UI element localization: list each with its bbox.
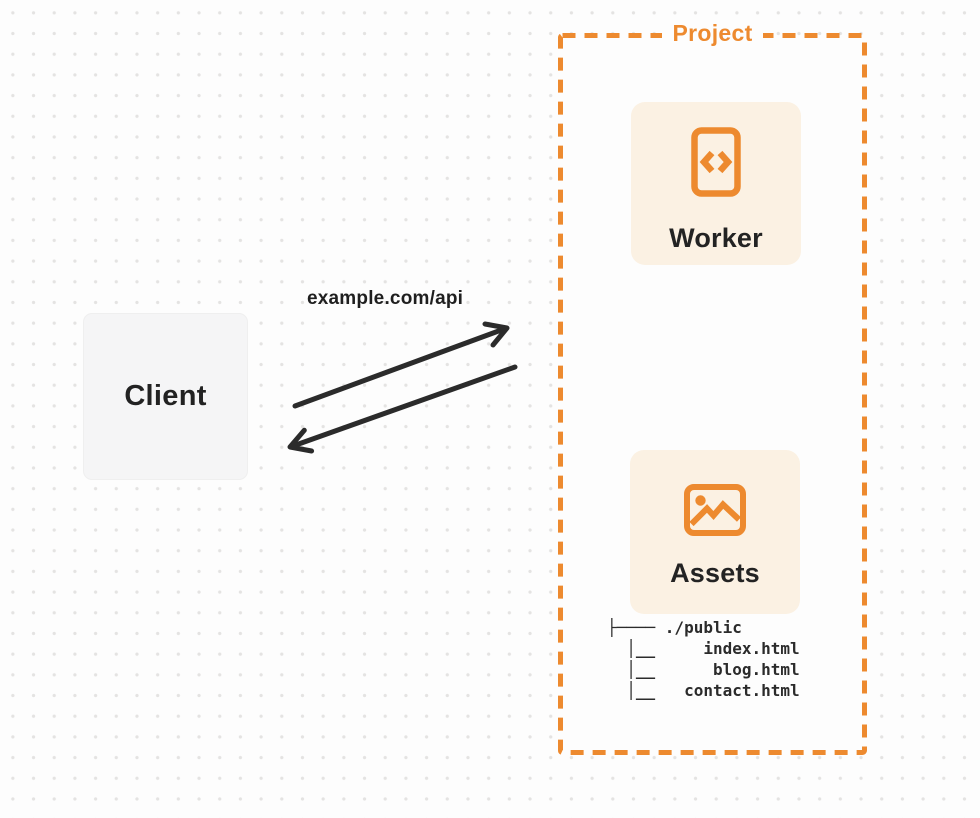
client-node: Client bbox=[83, 313, 248, 480]
code-file-icon bbox=[691, 127, 741, 197]
file-tree: ├──── ./public │__ index.html │__ blog.h… bbox=[607, 618, 800, 700]
worker-card: Worker bbox=[631, 102, 801, 265]
assets-card: Assets bbox=[630, 450, 800, 614]
request-arrow bbox=[292, 321, 510, 409]
image-icon bbox=[684, 484, 746, 536]
assets-label: Assets bbox=[670, 558, 760, 588]
client-label: Client bbox=[124, 380, 207, 412]
response-arrow bbox=[287, 364, 518, 454]
project-label: Project bbox=[662, 20, 763, 47]
request-url-label: example.com/api bbox=[307, 288, 464, 309]
worker-label: Worker bbox=[669, 223, 763, 253]
project-label-row: Project bbox=[560, 20, 865, 47]
